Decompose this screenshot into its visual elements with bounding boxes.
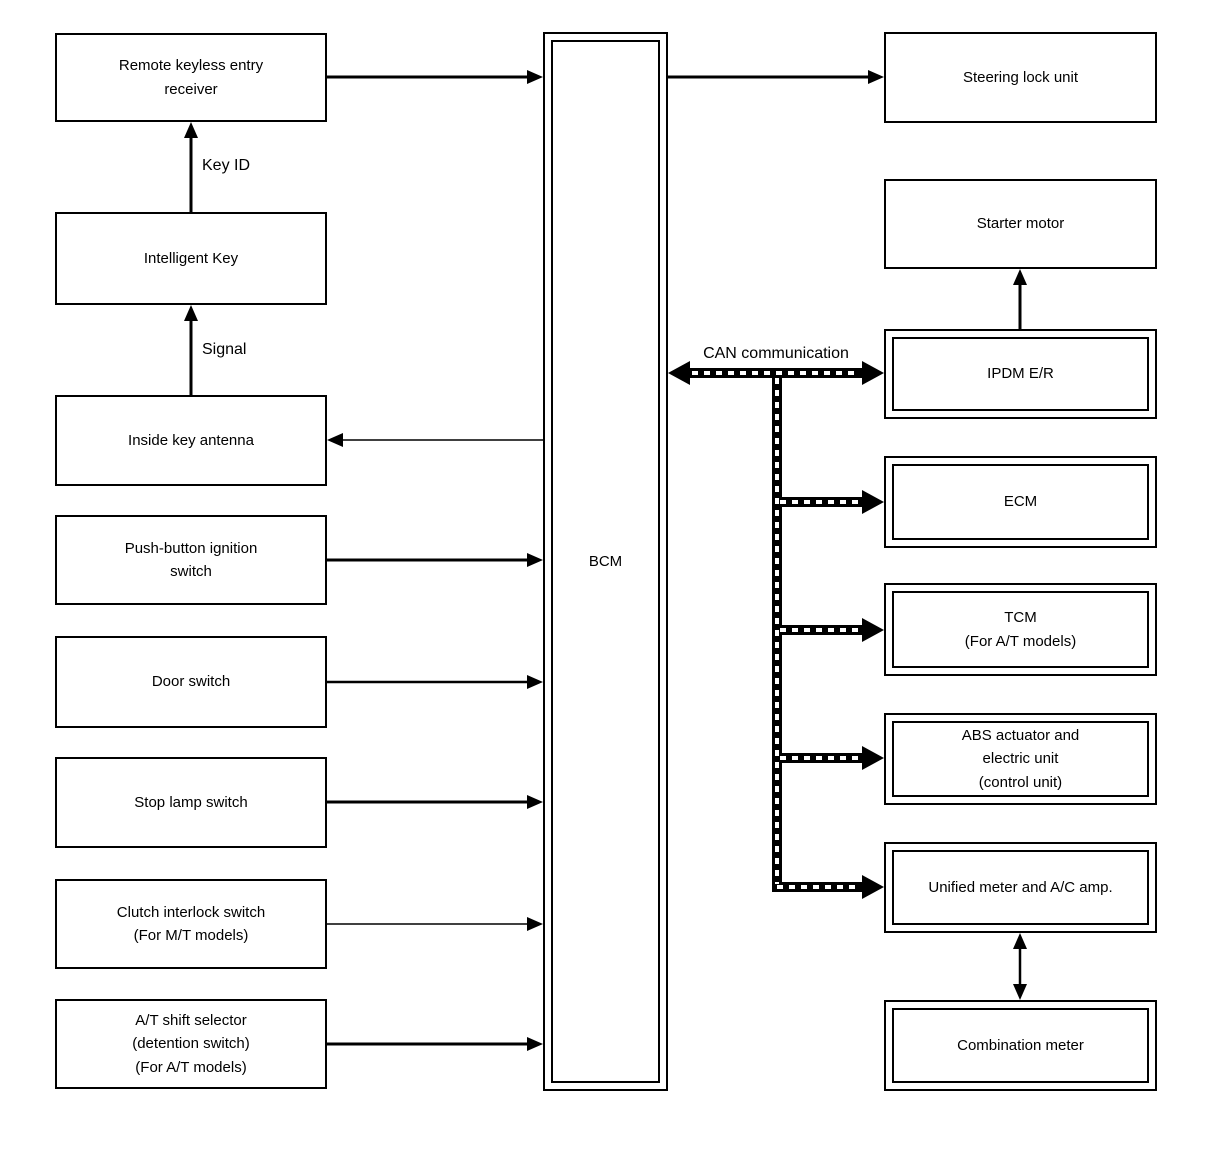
edge-antenna-to-intelligent-key [184, 305, 198, 395]
edge-intelligent-key-to-rke [184, 122, 198, 212]
edge-bcm-to-inside-key-antenna [327, 433, 543, 447]
edge-label-key-id: Key ID [202, 157, 251, 174]
edge-unified-meter-combination-meter [1013, 933, 1027, 1000]
node-abs-actuator-inner: ABS actuator and electric unit (control … [892, 721, 1149, 797]
node-ecm-inner: ECM [892, 464, 1149, 540]
edge-stop-lamp-to-bcm [327, 795, 543, 809]
node-label: Push-button ignition switch [124, 539, 258, 580]
edge-label-signal: Signal [202, 341, 247, 358]
node-unified-meter-ac-amp: Unified meter and A/C amp. [884, 842, 1157, 933]
node-label: IPDM E/R [987, 365, 1054, 383]
node-ecm: ECM [884, 456, 1157, 548]
edge-door-switch-to-bcm [327, 675, 543, 689]
edge-bcm-to-steering-lock [668, 70, 884, 84]
node-inside-key-antenna: Inside key antenna [55, 395, 327, 486]
edge-rke-to-bcm [327, 70, 543, 84]
node-label: Combination meter [957, 1036, 1084, 1054]
node-tcm: TCM (For A/T models) [884, 583, 1157, 676]
node-label: TCM (For A/T models) [964, 609, 1077, 650]
node-bcm: BCM [543, 32, 668, 1091]
edge-label-can-communication: CAN communication [703, 345, 849, 362]
node-label: Stop lamp switch [134, 793, 248, 811]
edge-at-shift-to-bcm [327, 1037, 543, 1051]
node-steering-lock-unit: Steering lock unit [884, 32, 1157, 123]
edge-push-button-to-bcm [327, 553, 543, 567]
node-combination-meter: Combination meter [884, 1000, 1157, 1091]
node-starter-motor: Starter motor [884, 179, 1157, 269]
node-bcm-inner: BCM [551, 40, 660, 1083]
node-unified-meter-ac-amp-inner: Unified meter and A/C amp. [892, 850, 1149, 925]
node-label: Steering lock unit [962, 68, 1079, 86]
node-label: Inside key antenna [128, 431, 254, 449]
node-remote-keyless-receiver: Remote keyless entry receiver [55, 33, 327, 122]
node-intelligent-key: Intelligent Key [55, 212, 327, 305]
node-combination-meter-inner: Combination meter [892, 1008, 1149, 1083]
node-abs-actuator: ABS actuator and electric unit (control … [884, 713, 1157, 805]
node-label: Intelligent Key [143, 249, 239, 267]
node-label: BCM [588, 552, 623, 570]
node-ipdm-er: IPDM E/R [884, 329, 1157, 419]
node-at-shift-selector: A/T shift selector (detention switch) (F… [55, 999, 327, 1089]
node-tcm-inner: TCM (For A/T models) [892, 591, 1149, 668]
node-label: ABS actuator and electric unit (control … [961, 727, 1080, 791]
node-label: Door switch [151, 673, 231, 691]
node-door-switch: Door switch [55, 636, 327, 728]
node-label: ECM [1003, 493, 1038, 511]
node-label: Remote keyless entry receiver [118, 57, 264, 98]
node-label: Clutch interlock switch (For M/T models) [116, 903, 266, 944]
node-push-button-ignition-switch: Push-button ignition switch [55, 515, 327, 605]
node-stop-lamp-switch: Stop lamp switch [55, 757, 327, 848]
node-label: A/T shift selector (detention switch) (F… [132, 1012, 250, 1076]
node-label: Starter motor [976, 215, 1065, 233]
edge-can-bus [668, 361, 884, 899]
node-clutch-interlock-switch: Clutch interlock switch (For M/T models) [55, 879, 327, 969]
node-ipdm-er-inner: IPDM E/R [892, 337, 1149, 411]
node-label: Unified meter and A/C amp. [928, 878, 1113, 896]
edge-ipdm-to-starter-motor [1013, 269, 1027, 329]
edge-clutch-to-bcm [327, 917, 543, 931]
